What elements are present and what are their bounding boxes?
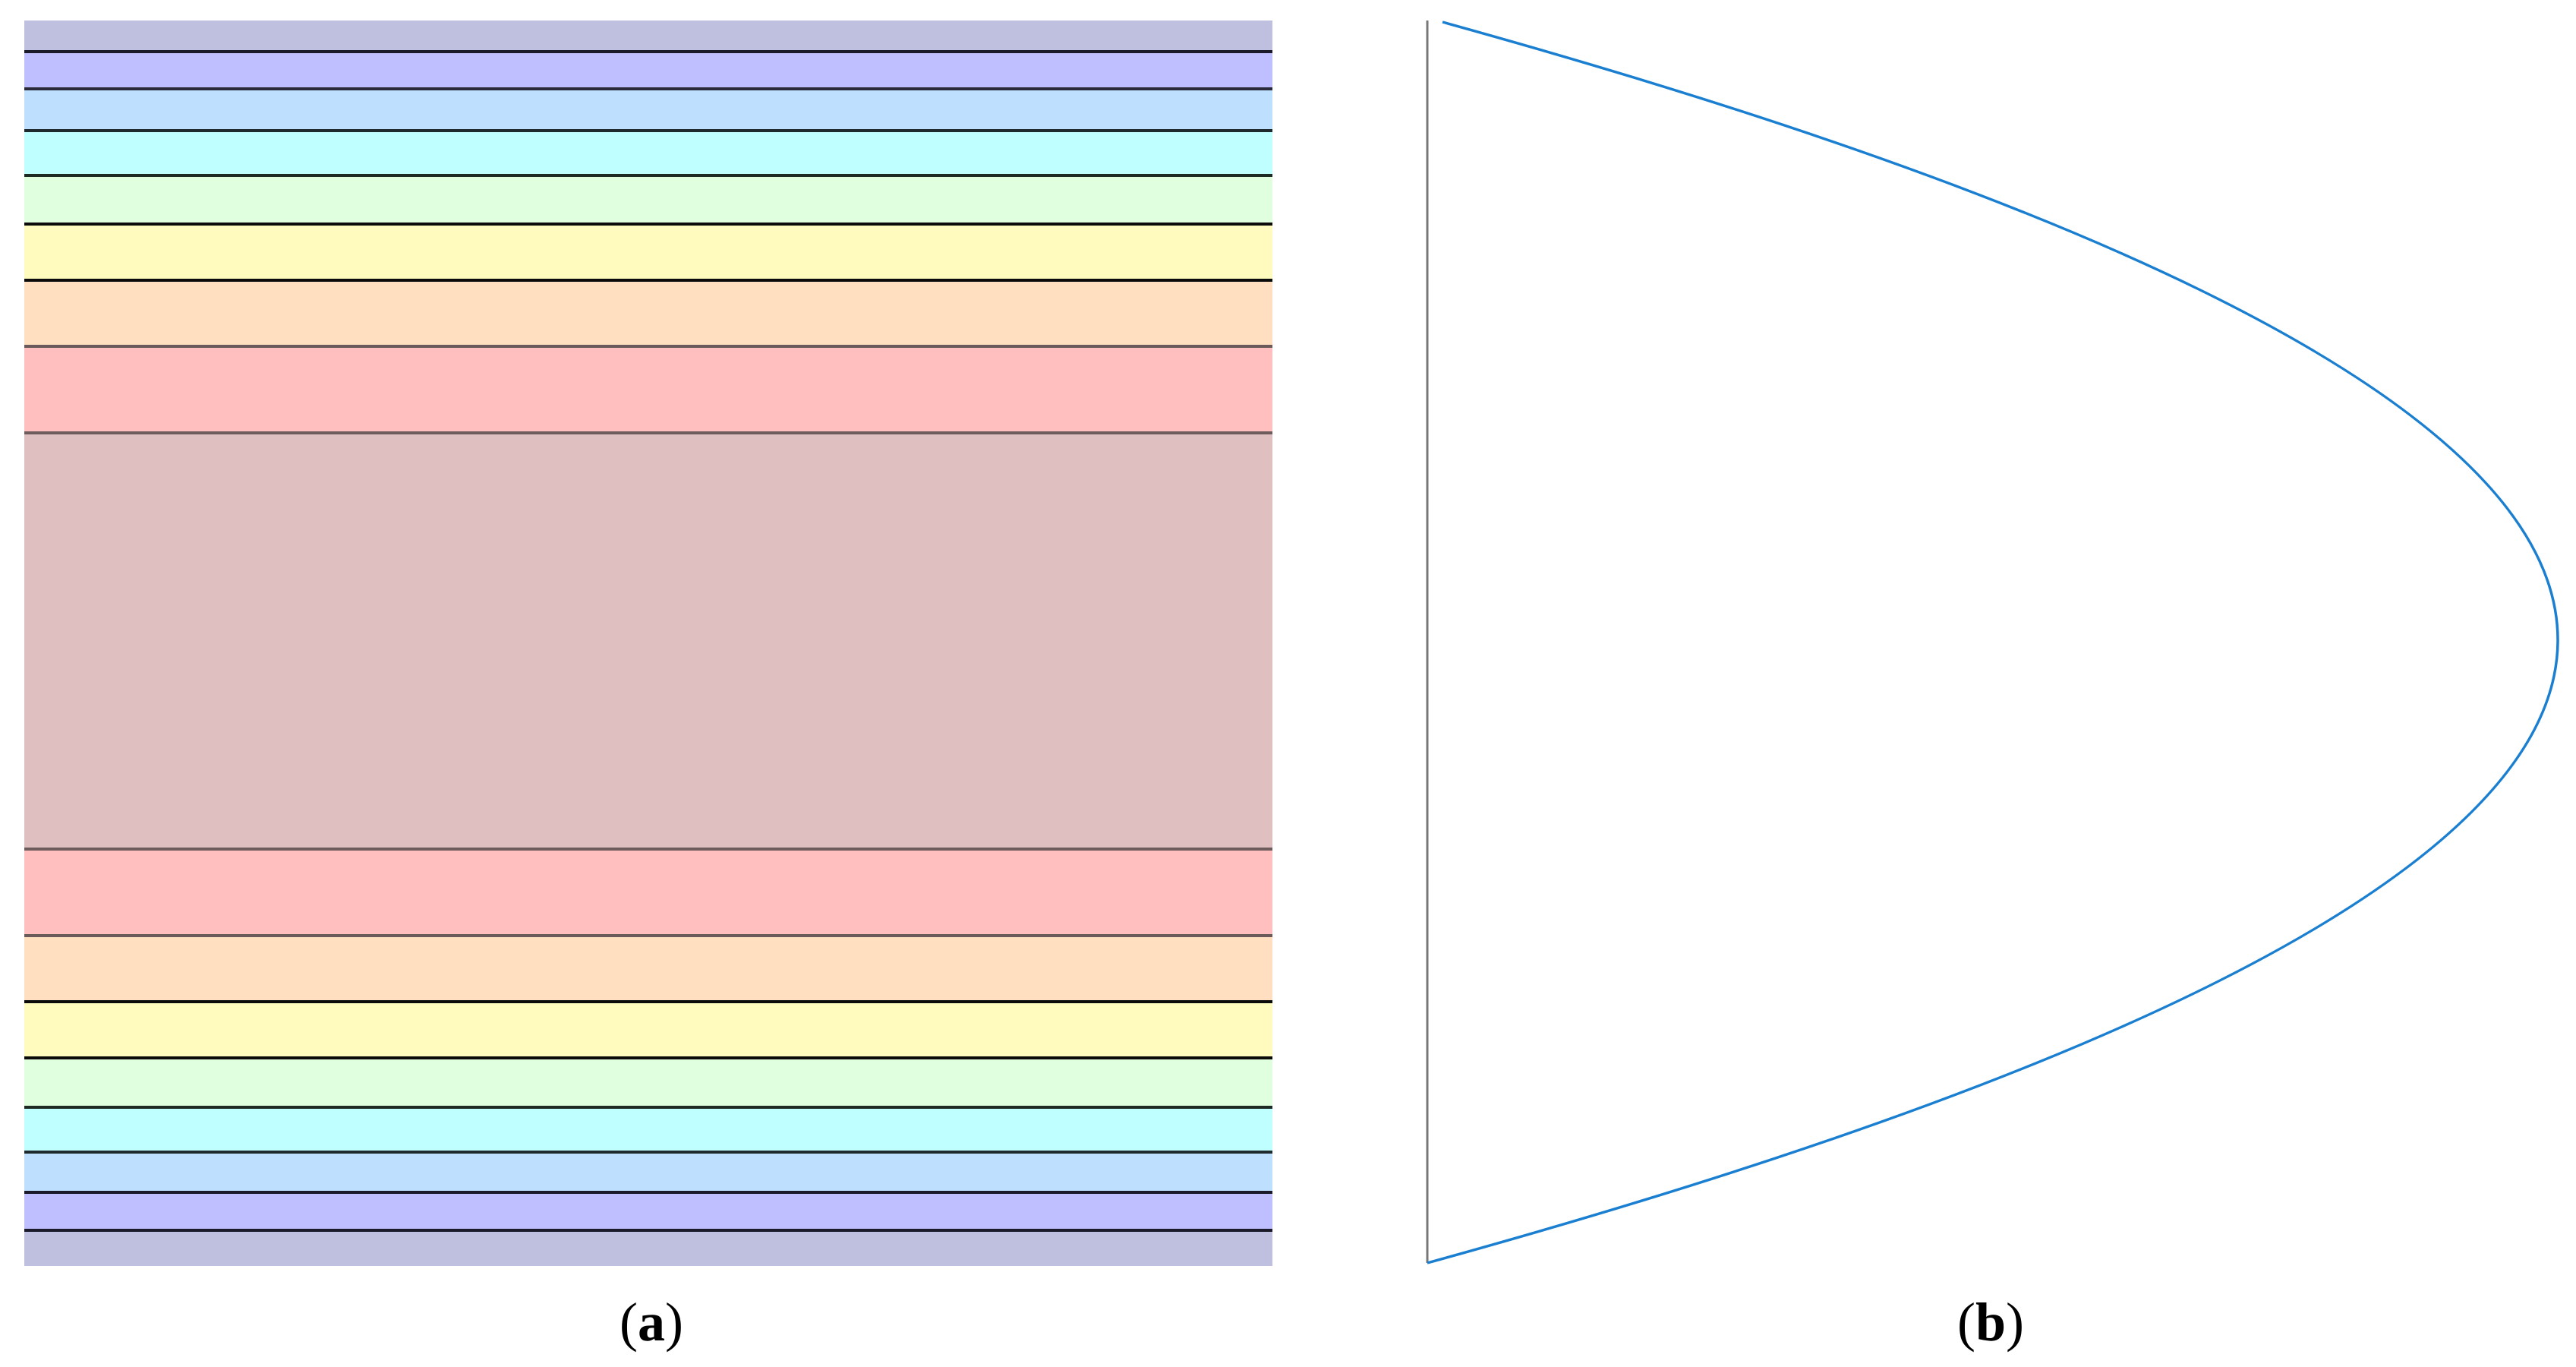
layer-divider-line	[24, 50, 1272, 53]
layer-divider-line	[24, 431, 1272, 434]
layer-band	[24, 224, 1272, 280]
layer-divider-line	[24, 87, 1272, 90]
panel-a-label: (a)	[620, 1295, 683, 1350]
layer-divider-line	[24, 345, 1272, 348]
layer-divider-line	[24, 174, 1272, 177]
layer-band	[24, 1152, 1272, 1192]
layer-band	[24, 849, 1272, 936]
layer-band	[24, 1002, 1272, 1058]
layer-band	[24, 131, 1272, 175]
layer-divider-line	[24, 223, 1272, 226]
layer-divider-line	[24, 129, 1272, 132]
layer-band	[24, 936, 1272, 1002]
layer-band	[24, 1058, 1272, 1107]
label-paren-close: )	[2006, 1292, 2025, 1353]
layer-band	[24, 433, 1272, 849]
layer-band	[24, 1230, 1272, 1266]
layer-band	[24, 21, 1272, 52]
layer-divider-line	[24, 279, 1272, 282]
layer-divider-line	[24, 1056, 1272, 1059]
layer-divider-line	[24, 1106, 1272, 1109]
layer-band	[24, 346, 1272, 433]
layer-band	[24, 1107, 1272, 1152]
label-paren-close: )	[665, 1292, 683, 1353]
layer-divider-line	[24, 1191, 1272, 1194]
layer-divider-line	[24, 934, 1272, 937]
layer-divider-line	[24, 1151, 1272, 1154]
layer-band	[24, 52, 1272, 89]
layer-band	[24, 280, 1272, 346]
layer-divider-line	[24, 848, 1272, 851]
panel-b-label: (b)	[1957, 1295, 2024, 1350]
layer-band	[24, 89, 1272, 131]
layer-divider-line	[24, 1229, 1272, 1232]
layer-divider-line	[24, 1000, 1272, 1003]
layer-band	[24, 1192, 1272, 1230]
label-paren-open: (	[620, 1292, 638, 1353]
label-letter: a	[638, 1292, 665, 1353]
label-letter: b	[1975, 1292, 2007, 1353]
parabolic-profile-curve	[1427, 21, 2559, 1264]
layer-band	[24, 175, 1272, 224]
label-paren-open: (	[1956, 1292, 1975, 1353]
panel-a-layered-bands	[24, 21, 1272, 1266]
